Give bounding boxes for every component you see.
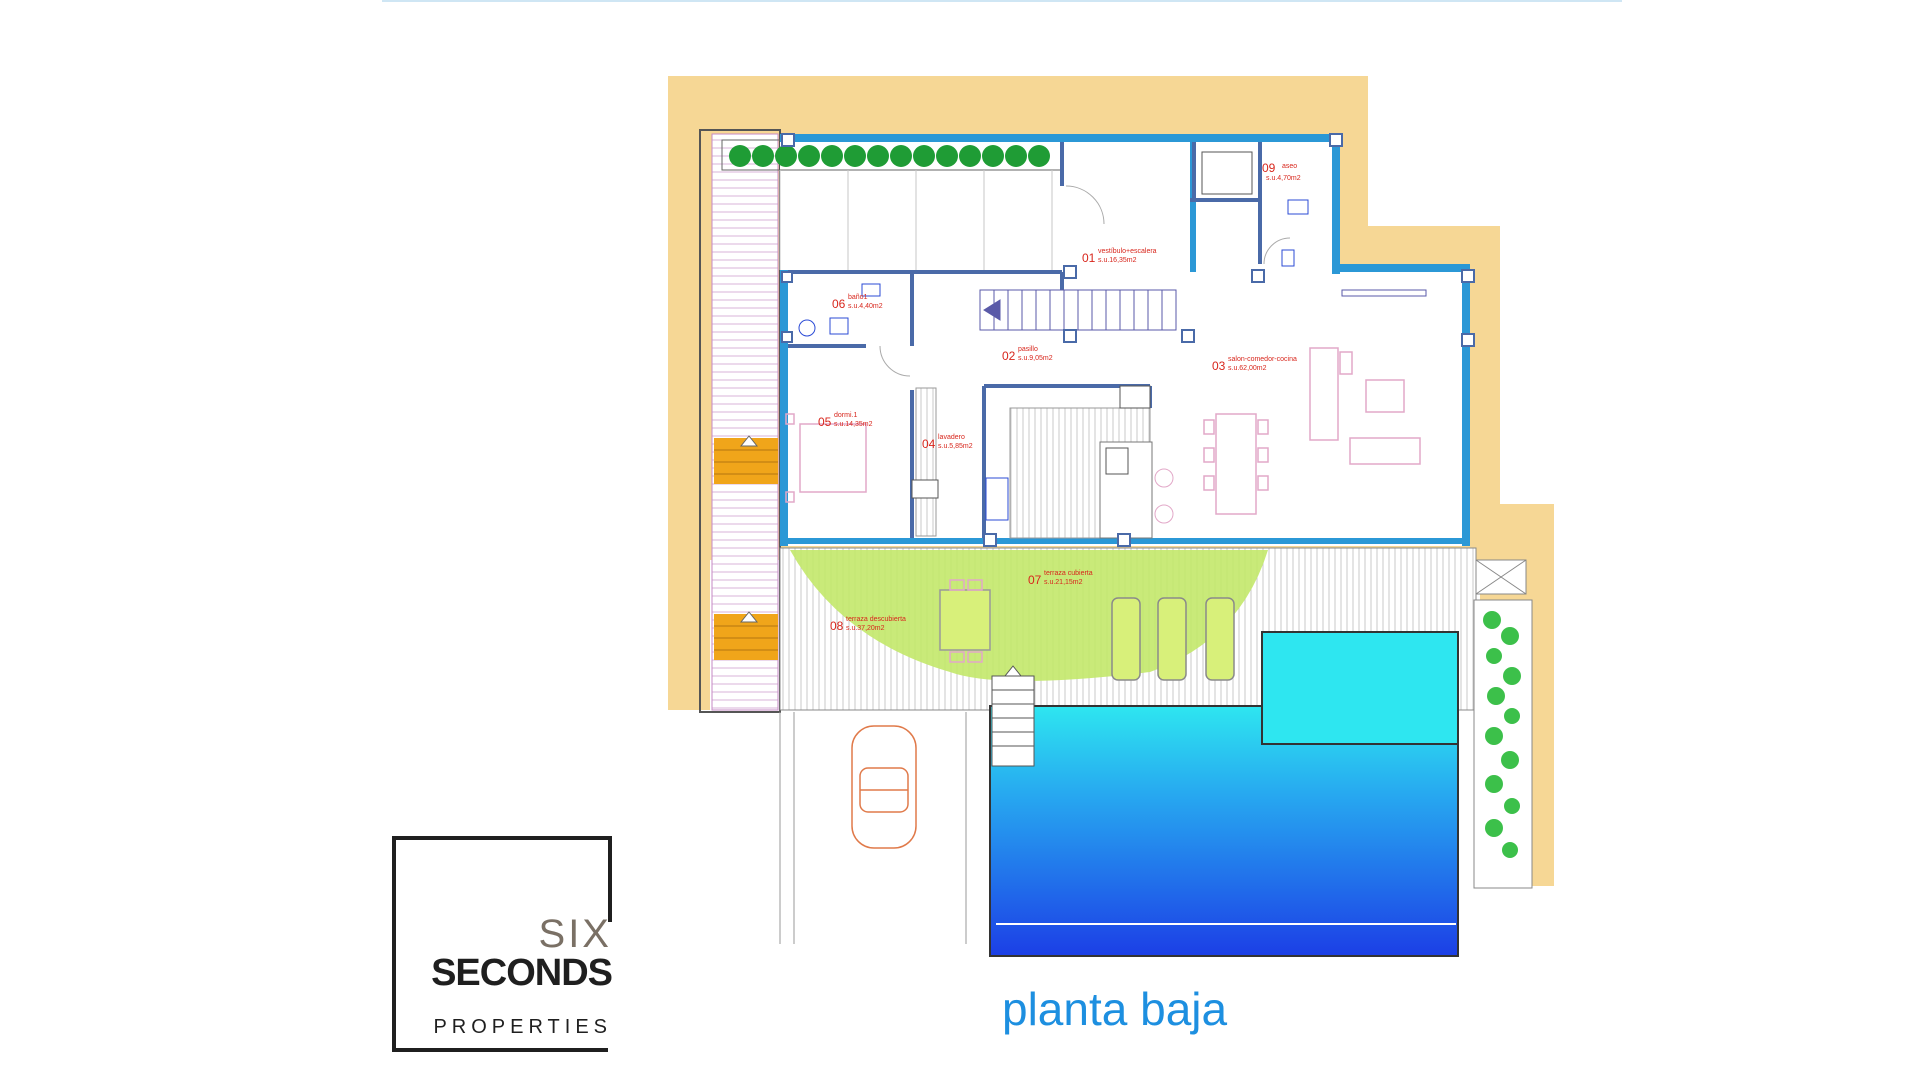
room-09-name: aseo (1282, 163, 1297, 170)
pool-steps (991, 665, 1035, 767)
room-06-area: s.u.4,40m2 (848, 303, 883, 310)
room-07-name: terraza cubierta (1044, 570, 1093, 577)
pool (989, 705, 1459, 957)
covered-terrace (790, 550, 1268, 681)
room-03-name: salon-comedor-cocina (1228, 356, 1297, 363)
room-03-num: 03 (1212, 359, 1226, 373)
door-swings (879, 185, 1291, 377)
garden-plants (1483, 611, 1521, 858)
room-08-area: s.u.37,20m2 (846, 625, 885, 632)
logo-seconds: SECONDS (431, 952, 613, 994)
room-06-name: baño1 (848, 294, 868, 301)
room-05-area: s.u.14,35m2 (834, 421, 873, 428)
kitchen-island (1099, 441, 1153, 539)
bed (785, 413, 867, 503)
plan-caption: planta baja (1002, 983, 1228, 1035)
room-04-area: s.u.5,85m2 (938, 443, 973, 450)
room-02-name: pasillo (1018, 346, 1038, 353)
logo-frame (392, 836, 612, 1052)
room-02-num: 02 (1002, 349, 1016, 363)
room-06-num: 06 (832, 297, 846, 311)
room-04-name: lavadero (938, 434, 965, 441)
orange-steps (714, 435, 778, 660)
garden-strip (1473, 599, 1533, 889)
room-05-name: dormi.1 (834, 412, 857, 419)
bathroom-fixtures (798, 199, 1309, 337)
room-05-num: 05 (818, 415, 832, 429)
room-07-area: s.u.21,15m2 (1044, 579, 1083, 586)
columns (781, 133, 1475, 547)
dining-table (1203, 413, 1269, 515)
sofa-group (1309, 347, 1421, 465)
room-08-name: terraza descubierta (846, 616, 906, 623)
house-interior (780, 134, 1470, 546)
laundry (915, 387, 937, 537)
room-09-area: s.u.4,70m2 (1266, 175, 1301, 182)
room-01-name: vestíbulo+escalera (1098, 248, 1157, 255)
logo-six: SIX (538, 912, 612, 956)
pool-upper (1261, 631, 1459, 745)
room-01-area: s.u.16,35m2 (1098, 257, 1137, 264)
room-04-num: 04 (922, 437, 936, 451)
sun-loungers (1111, 597, 1235, 681)
logo-properties: PROPERTIES (433, 1016, 612, 1038)
room-01-num: 01 (1082, 251, 1096, 265)
outdoor-table (939, 579, 991, 663)
parking (779, 712, 967, 944)
hedge-trees (729, 145, 1050, 167)
room-07-num: 07 (1028, 573, 1042, 587)
room-09-num: 09 (1262, 161, 1276, 175)
room-08-num: 08 (830, 619, 844, 633)
room-02-area: s.u.9,05m2 (1018, 355, 1053, 362)
staircase (979, 289, 1177, 331)
room-labels: 01 vestíbulo+escalera s.u.16,35m2 02 pas… (818, 161, 1301, 633)
car-icon (851, 725, 917, 849)
room-03-area: s.u.62,00m2 (1228, 365, 1267, 372)
